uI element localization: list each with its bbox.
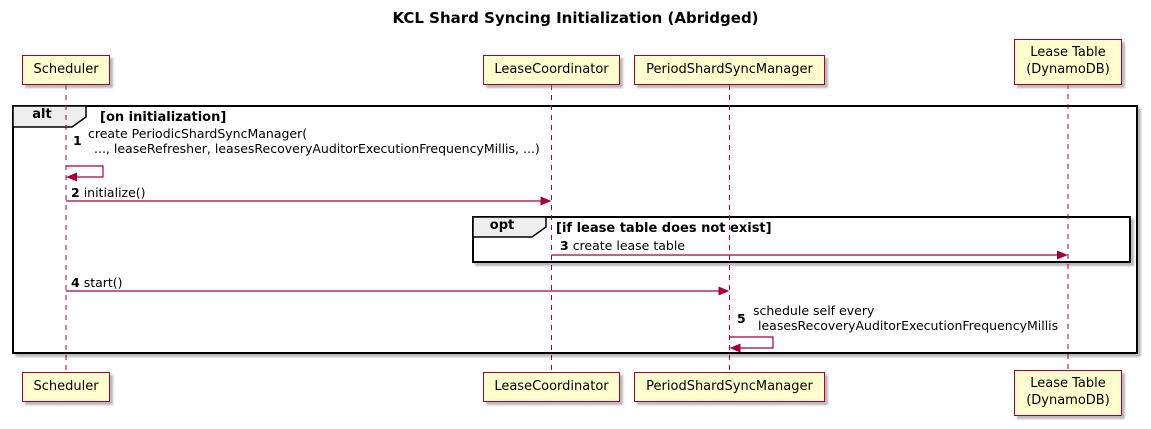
message-2-text: initialize() <box>83 185 146 200</box>
participant-scheduler-top: Scheduler <box>22 55 110 85</box>
alt-guard-condition: [on initialization] <box>100 110 227 125</box>
message-2-label: 2 initialize() <box>71 185 146 200</box>
diagram-title: KCL Shard Syncing Initialization (Abridg… <box>392 9 759 27</box>
participant-lease-table-label-line2: (DynamoDB) <box>1026 62 1110 77</box>
participant-scheduler-label: Scheduler <box>33 378 99 394</box>
message-5-text-line2: leasesRecoveryAuditorExecutionFrequencyM… <box>758 318 1059 333</box>
message-2-number: 2 <box>71 185 80 200</box>
alt-frame: alt [on initialization] <box>12 105 1138 354</box>
message-3-number: 3 <box>560 238 569 253</box>
message-4-label: 4 start() <box>71 275 123 290</box>
participant-lease-table-top: Lease Table (DynamoDB) <box>1014 39 1122 85</box>
message-1-text-line1: create PeriodicShardSyncManager( <box>88 126 308 141</box>
message-4-text: start() <box>83 275 123 290</box>
opt-guard-condition: [if lease table does not exist] <box>556 221 772 236</box>
alt-pentagon-shape <box>12 105 87 128</box>
participant-period-shard-sync-manager-label: PeriodShardSyncManager <box>646 378 813 394</box>
participant-period-shard-sync-manager-label: PeriodShardSyncManager <box>646 61 813 77</box>
participant-period-shard-sync-manager-bottom: PeriodShardSyncManager <box>634 372 825 402</box>
participant-lease-table-bottom: Lease Table (DynamoDB) <box>1014 370 1122 416</box>
message-5-number: 5 <box>737 311 746 326</box>
message-1-text-line2: ..., leaseRefresher, leasesRecoveryAudit… <box>94 141 540 156</box>
participant-lease-coordinator-label: LeaseCoordinator <box>494 61 609 77</box>
participant-lease-coordinator-top: LeaseCoordinator <box>483 55 620 85</box>
participant-scheduler-label: Scheduler <box>33 61 99 77</box>
message-5-text-line1: schedule self every <box>753 303 875 318</box>
participant-period-shard-sync-manager-top: PeriodShardSyncManager <box>634 55 825 85</box>
message-3-label: 3 create lease table <box>560 238 685 253</box>
alt-frame-operator-tab: alt <box>12 105 89 128</box>
message-5-seq: 5 <box>737 311 746 326</box>
participant-lease-coordinator-label: LeaseCoordinator <box>494 378 609 394</box>
participant-scheduler-bottom: Scheduler <box>22 372 110 402</box>
opt-operator-label: opt <box>489 218 515 233</box>
message-1-number: 1 <box>73 133 82 148</box>
opt-frame: opt [if lease table does not exist] <box>472 216 1131 263</box>
participant-lease-coordinator-bottom: LeaseCoordinator <box>483 372 620 402</box>
participant-lease-table-label-line1: Lease Table <box>1030 376 1106 392</box>
message-1-seq: 1 <box>73 133 82 148</box>
message-4-number: 4 <box>71 275 80 290</box>
participant-lease-table-label-line1: Lease Table <box>1030 45 1106 61</box>
opt-pentagon-shape <box>472 216 547 238</box>
message-3-text: create lease table <box>572 238 685 253</box>
opt-frame-operator-tab: opt <box>472 216 549 238</box>
participant-lease-table-label-line2: (DynamoDB) <box>1026 393 1110 408</box>
alt-operator-label: alt <box>32 107 52 122</box>
